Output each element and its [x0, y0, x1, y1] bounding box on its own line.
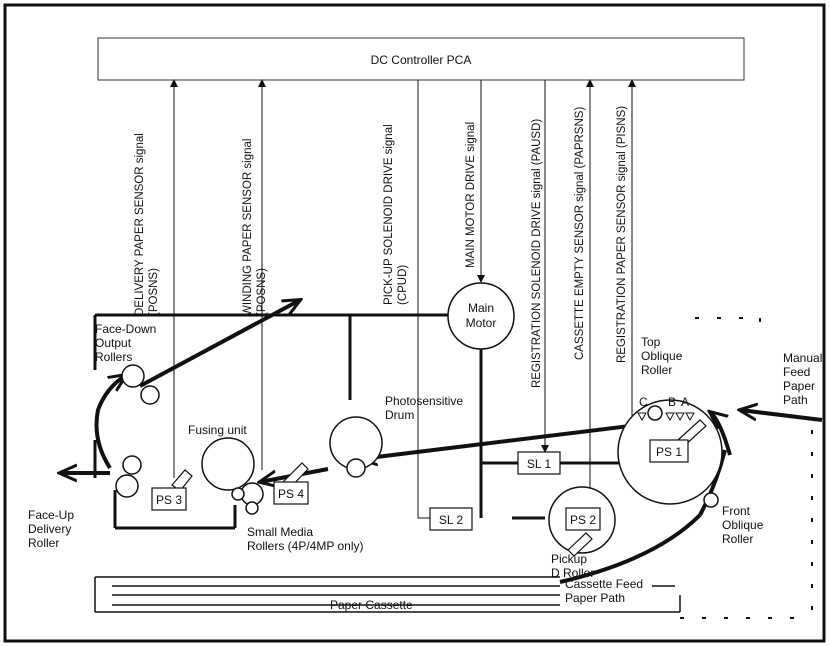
small-media-roller-bottom — [245, 501, 259, 515]
sl2-box — [429, 507, 473, 531]
fusing-unit-label: Fusing unit — [188, 423, 247, 437]
sensor-triangles — [637, 412, 695, 422]
reg-sensor-signal-label: REGISTRATION PAPER SENSOR signal (PISNS) — [616, 106, 628, 363]
signal-lines — [170, 79, 636, 532]
front-oblique-label-1: Front — [722, 504, 751, 518]
dc-controller-box — [97, 37, 745, 81]
ps2-label: PS 2 — [570, 513, 596, 527]
paper-flow-arrows — [60, 300, 823, 584]
sensor-c-label: C — [639, 395, 648, 409]
face-down-roller-top — [121, 364, 145, 388]
main-motor-label-1: Main — [468, 301, 494, 315]
pickup-signal-line — [417, 80, 430, 519]
component-labels: Face-Down Output Rollers Photosensitive … — [28, 322, 822, 612]
pickup-label-2: D Roller — [551, 566, 594, 580]
face-down-label-3: Rollers — [95, 350, 132, 364]
delivery-signal-code: (POSNS) — [148, 268, 160, 316]
signal-labels: DELIVERY PAPER SENSOR signal (POSNS) WIN… — [134, 106, 628, 388]
face-up-label-3: Roller — [28, 536, 59, 550]
rollers — [115, 282, 723, 554]
face-down-label-2: Output — [95, 336, 132, 350]
manual-feed-label-2: Feed — [783, 365, 810, 379]
reg-solenoid-signal-label: REGISTRATION SOLENOID DRIVE signal (PAUS… — [531, 119, 543, 388]
dc-controller-label: DC Controller PCA — [371, 53, 472, 67]
cassette-feed-label-2: Paper Path — [565, 591, 625, 605]
main-motor-label-2: Motor — [466, 316, 497, 330]
top-oblique-roller-c — [647, 405, 663, 421]
sensor-b-label: B — [668, 395, 676, 409]
ps3-label: PS 3 — [156, 493, 182, 507]
dashed-outlines — [680, 317, 813, 620]
front-oblique-label-2: Oblique — [722, 518, 764, 532]
photosensitive-label-1: Photosensitive — [385, 394, 463, 408]
small-media-label-1: Small Media — [247, 525, 313, 539]
cassette-empty-signal-label: CASSETTE EMPTY SENSOR signal (PAPRSNS) — [574, 107, 586, 360]
sensor-solenoid-boxes — [151, 439, 689, 531]
fusing-roller-top — [201, 437, 255, 491]
outer-border — [3, 3, 826, 643]
manual-feed-label-4: Path — [783, 393, 808, 407]
top-oblique-label-2: Oblique — [641, 349, 683, 363]
ps3-box — [151, 487, 187, 511]
manual-feed-label-3: Paper — [783, 379, 815, 393]
pickup-signal-label: PICK-UP SOLENOID DRIVE signal — [383, 124, 395, 305]
ps2-box — [565, 507, 601, 531]
manual-feed-label-1: Manual — [783, 351, 822, 365]
face-up-roller-top — [122, 455, 142, 475]
cassette-feed-label-1: Cassette Feed — [565, 577, 643, 591]
pickup-label-1: Pickup — [551, 552, 587, 566]
small-media-label-2: Rollers (4P/4MP only) — [247, 539, 363, 553]
cassette-path-lines — [94, 576, 681, 613]
main-motor-circle — [447, 282, 515, 350]
winding-signal-code: (POSNS) — [256, 268, 268, 316]
face-up-roller-bottom — [115, 474, 139, 498]
sl1-box — [517, 451, 561, 475]
front-oblique-roller — [703, 492, 719, 508]
face-up-label-2: Delivery — [28, 522, 71, 536]
sl1-label: SL 1 — [527, 457, 552, 471]
top-oblique-label-1: Top — [641, 335, 661, 349]
photosensitive-label-2: Drum — [385, 408, 414, 422]
face-down-roller-bottom — [140, 385, 160, 405]
top-oblique-label-3: Roller — [641, 363, 672, 377]
winding-signal-label: WINDING PAPER SENSOR signal — [242, 139, 254, 316]
delivery-signal-label: DELIVERY PAPER SENSOR signal — [134, 133, 146, 316]
small-media-roller-small — [231, 487, 245, 501]
face-down-label-1: Face-Down — [95, 322, 156, 336]
ps4-label: PS 4 — [278, 487, 304, 501]
ps1-label: PS 1 — [656, 445, 682, 459]
main-motor-signal-label: MAIN MOTOR DRIVE signal — [465, 122, 477, 268]
transfer-roller — [346, 458, 366, 478]
ps1-box — [649, 439, 689, 463]
sl2-label: SL 2 — [439, 513, 464, 527]
sensor-a-label: A — [681, 395, 689, 409]
ps4-box — [273, 481, 309, 505]
pickup-signal-code: (CPUD) — [397, 265, 409, 305]
face-up-label-1: Face-Up — [28, 508, 74, 522]
front-oblique-label-3: Roller — [722, 532, 753, 546]
paper-cassette-label: Paper Cassette — [330, 598, 413, 612]
